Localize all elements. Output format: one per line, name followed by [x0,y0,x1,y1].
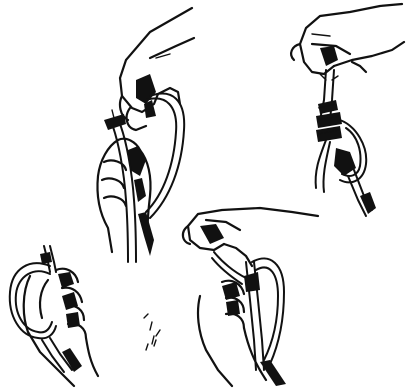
step-2-panel [291,4,404,216]
step-4-panel [144,314,160,350]
cord-loop-icon [10,246,82,372]
cord-loop-icon [104,94,184,262]
step-1-panel [97,8,194,262]
hand-pinching-loop-icon [291,4,404,74]
cord-loop-icon [212,252,286,386]
cord-loop-icon [154,340,156,346]
step-3-panel [10,246,98,386]
step-5-panel [183,208,318,386]
cord-coil-icon [316,70,376,216]
hand-passing-end-icon [144,314,160,350]
